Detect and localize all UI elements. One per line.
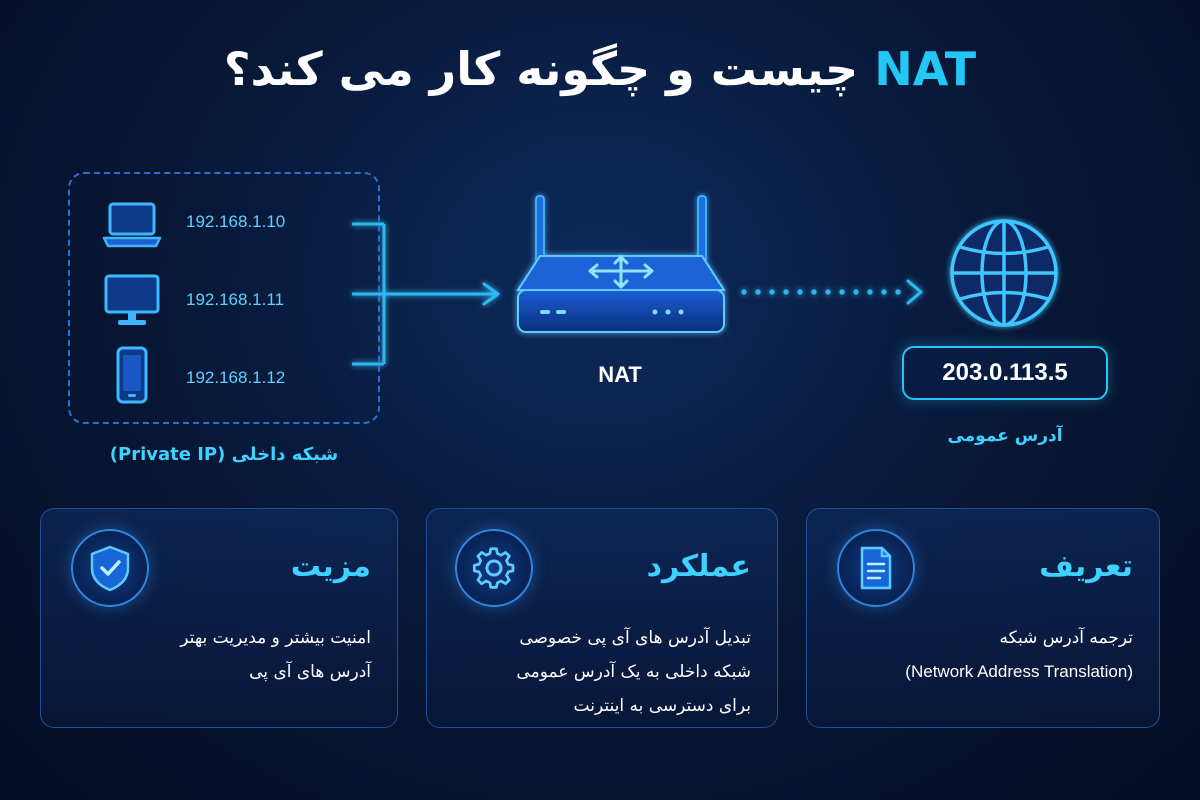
lan-bracket [352,222,500,366]
public-ip-box: 203.0.113.5 [902,346,1108,400]
page-title: NAT چیست و چگونه کار می کند؟ [0,42,1200,96]
shield-check-icon [71,529,149,607]
document-icon [837,529,915,607]
desktop-icon [104,274,160,325]
nat-label: NAT [598,362,642,387]
card-function-line-1: تبدیل آدرس های آی پی خصوصی [519,628,751,648]
private-network-box: 192.168.1.10 192.168.1.11 192.168.1.12 [68,172,380,424]
gear-icon [455,529,533,607]
card-benefit-line-1: امنیت بیشتر و مدیریت بهتر [180,628,371,648]
card-benefit-title: مزیت [290,549,371,584]
card-function-title: عملکرد [646,549,751,584]
device-ip-2: 192.168.1.11 [186,290,284,309]
private-network-label: شبکه داخلی (Private IP) [109,444,339,465]
card-benefit: مزیت امنیت بیشتر و مدیریت بهتر آدرس های … [40,508,398,728]
laptop-icon [102,202,162,248]
card-function-line-2: شبکه داخلی به یک آدرس عمومی [516,662,751,682]
public-ip-label: آدرس عمومی [947,426,1063,446]
card-function-body: تبدیل آدرس های آی پی خصوصی شبکه داخلی به… [516,621,751,723]
card-function-line-3: برای دسترسی به اینترنت [573,696,751,716]
globe-icon [950,219,1058,327]
internet-arrow [741,279,923,305]
card-definition-line-1: ترجمه آدرس شبکه [999,628,1133,648]
card-benefit-line-2: آدرس های آی پی [249,662,371,682]
public-ip-value: 203.0.113.5 [942,359,1068,386]
card-definition-body: ترجمه آدرس شبکه (Network Address Transla… [905,621,1133,689]
card-definition: تعریف ترجمه آدرس شبکه (Network Address T… [806,508,1160,728]
phone-icon [116,346,148,404]
card-definition-title: تعریف [1039,549,1133,584]
card-benefit-body: امنیت بیشتر و مدیریت بهتر آدرس های آی پی [180,621,371,689]
title-rest: چیست و چگونه کار می کند؟ [223,42,859,96]
card-function: عملکرد تبدیل آدرس های آی پی خصوصی شبکه د… [426,508,778,728]
device-ip-1: 192.168.1.10 [186,212,286,231]
title-accent: NAT [874,42,977,96]
device-ip-3: 192.168.1.12 [186,368,286,387]
router-icon [516,195,726,333]
card-definition-line-2: (Network Address Translation) [905,662,1133,681]
